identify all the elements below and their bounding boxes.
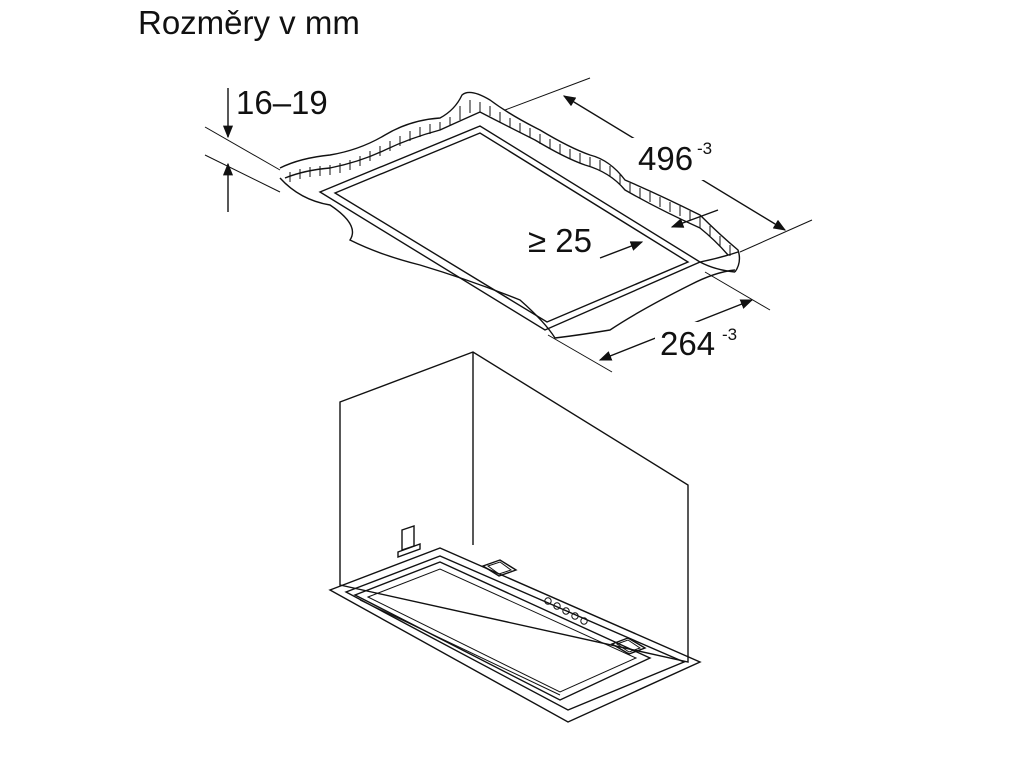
control-buttons (544, 597, 588, 625)
control-button (562, 607, 570, 615)
dimension-depth: 264 -3 (547, 271, 771, 373)
hood-body (339, 351, 689, 663)
control-button (580, 617, 588, 625)
control-button (571, 612, 579, 620)
cabinet-board (279, 91, 741, 339)
dimension-depth-value: 264 (660, 325, 715, 362)
dimension-width-tolerance: -3 (697, 139, 712, 158)
hood-unit (328, 351, 702, 723)
control-button (544, 597, 552, 605)
cutout-inner-edge (333, 132, 690, 323)
mounting-bracket (397, 525, 421, 558)
diagram-title: Rozměry v mm (138, 4, 360, 41)
dimension-width: 496 -3 (504, 77, 813, 253)
dimension-thickness: 16–19 (204, 84, 328, 212)
led-light-left (481, 559, 518, 577)
dimension-min-gap: ≥ 25 (528, 209, 719, 259)
control-button (553, 602, 561, 610)
dimension-thickness-value: 16–19 (236, 84, 328, 121)
led-light-right (610, 637, 647, 655)
grease-filter (353, 561, 652, 701)
dimension-depth-tolerance: -3 (722, 325, 737, 344)
hood-bottom-frame (328, 547, 702, 723)
dimension-width-value: 496 (638, 140, 693, 177)
cutout-opening (318, 125, 702, 331)
dimension-min-gap-value: ≥ 25 (528, 222, 592, 259)
